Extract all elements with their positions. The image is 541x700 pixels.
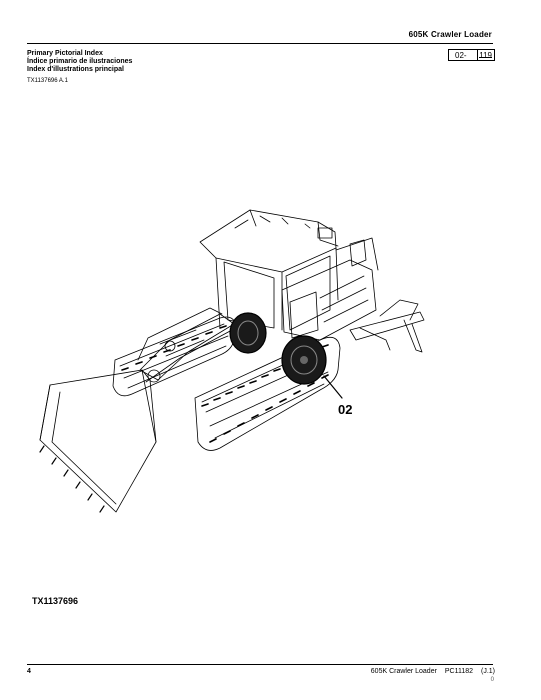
rear-ripper (349, 299, 425, 353)
page-reference-number: 119 (479, 51, 492, 60)
index-title-en: Primary Pictorial Index (27, 50, 103, 57)
page-header-title: 605K Crawler Loader (408, 30, 492, 39)
index-code: TX1137696 A.1 (27, 78, 68, 84)
footer-revision: (J.1) (481, 668, 495, 675)
index-title-fr: Index d'illustrations principal (27, 66, 124, 73)
page-ref-underline (479, 57, 492, 58)
footer-info: 605K Crawler Loader PC11182 (J.1) (365, 668, 495, 675)
index-title-es: Índice primario de ilustraciones (27, 58, 133, 65)
index-titles: Primary Pictorial Index Índice primario … (27, 50, 132, 74)
final-drive-assembly (229, 312, 327, 385)
callout-leader-line (323, 375, 343, 399)
cab (199, 209, 339, 331)
footer-catalog: PC11182 (444, 668, 474, 675)
front-track (112, 316, 237, 397)
section-number: 02- (455, 51, 467, 60)
footer-page-number: 4 (27, 668, 31, 675)
header-rule (27, 43, 493, 44)
section-page-reference[interactable]: 02- 119 (448, 49, 495, 61)
crawler-loader-illustration (39, 209, 425, 513)
page-ref-divider (477, 50, 478, 60)
bucket (39, 369, 157, 513)
footer-sub-number: 0 (490, 677, 494, 683)
figure-label: TX1137696 (32, 596, 79, 606)
footer-rule (27, 664, 493, 665)
engine-housing (281, 237, 379, 341)
callout-label[interactable]: 02 (338, 402, 353, 417)
footer-model: 605K Crawler Loader (370, 668, 437, 675)
